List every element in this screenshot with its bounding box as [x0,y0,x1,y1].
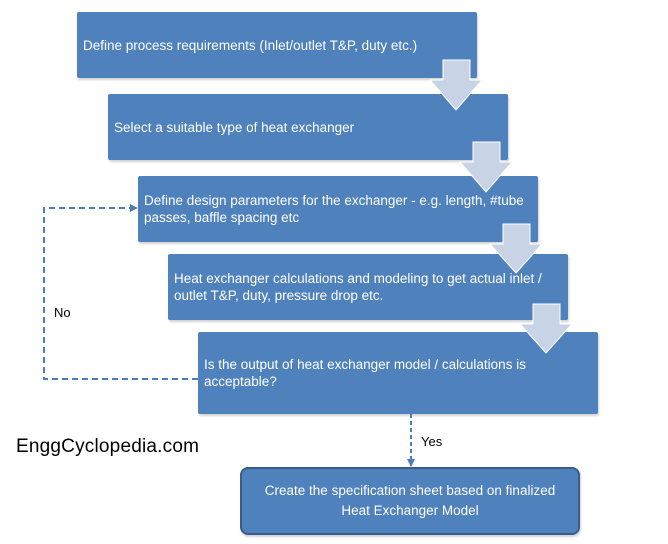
step-select-exchanger-text: Select a suitable type of heat exchanger [114,119,355,135]
step-define-requirements-text: Define process requirements (Inlet/outle… [83,37,418,53]
step-calculations: Heat exchanger calculations and modeling… [168,254,568,320]
yes-label: Yes [421,434,443,449]
down-arrow-1 [428,59,484,111]
decision-acceptable-text: Is the output of heat exchanger model / … [204,357,526,389]
decision-acceptable: Is the output of heat exchanger model / … [198,332,598,414]
site-watermark: EnggCyclopedia.com [16,436,200,457]
down-arrow-2 [458,141,514,193]
down-arrow-4 [518,303,574,354]
step-specification-sheet: Create the specification sheet based on … [240,467,580,535]
step-define-requirements: Define process requirements (Inlet/outle… [77,12,477,78]
step-design-parameters: Define design parameters for the exchang… [138,176,538,242]
step-specification-sheet-text: Create the specification sheet based on … [264,483,556,518]
no-label: No [54,305,71,320]
step-design-parameters-text: Define design parameters for the exchang… [144,193,524,225]
no-loop-connector [43,204,198,380]
down-arrow-3 [488,223,544,274]
step-select-exchanger: Select a suitable type of heat exchanger [108,94,508,160]
step-calculations-text: Heat exchanger calculations and modeling… [174,271,542,303]
